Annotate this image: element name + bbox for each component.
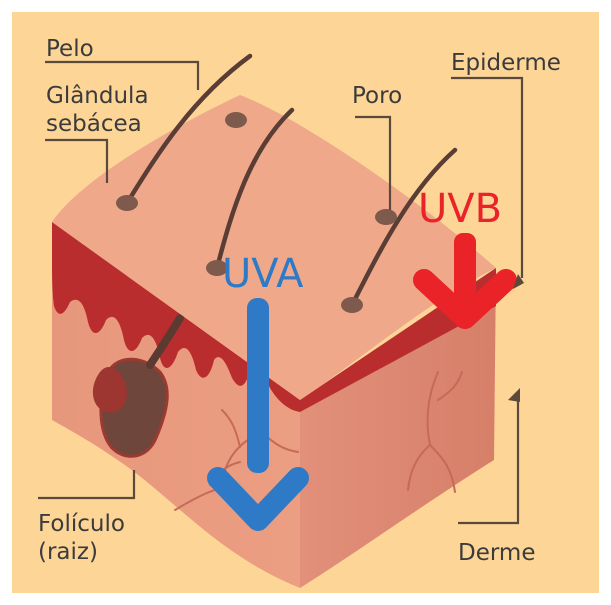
hairs xyxy=(124,53,458,308)
leader-lines xyxy=(38,60,524,525)
pores xyxy=(116,112,397,313)
follicle-bulb xyxy=(92,366,127,413)
label-foliculo-line1: Folículo xyxy=(38,511,125,537)
skin-right-face xyxy=(300,268,496,588)
label-derme: Derme xyxy=(458,540,535,566)
label-poro: Poro xyxy=(352,83,402,109)
label-foliculo-line2: (raiz) xyxy=(38,539,98,565)
label-glandula-line2: sebácea xyxy=(46,111,142,137)
uvb-label: UVB xyxy=(418,186,502,232)
skin-top-face xyxy=(52,95,496,400)
label-pelo: Pelo xyxy=(46,36,94,62)
uvb-arrow xyxy=(413,233,517,329)
epidermis-layer xyxy=(52,222,496,412)
uva-arrow xyxy=(207,298,309,531)
follicle-shaft xyxy=(146,314,184,369)
uva-label: UVA xyxy=(222,251,304,297)
label-epiderme: Epiderme xyxy=(451,50,561,76)
label-glandula-line1: Glândula xyxy=(46,83,149,109)
